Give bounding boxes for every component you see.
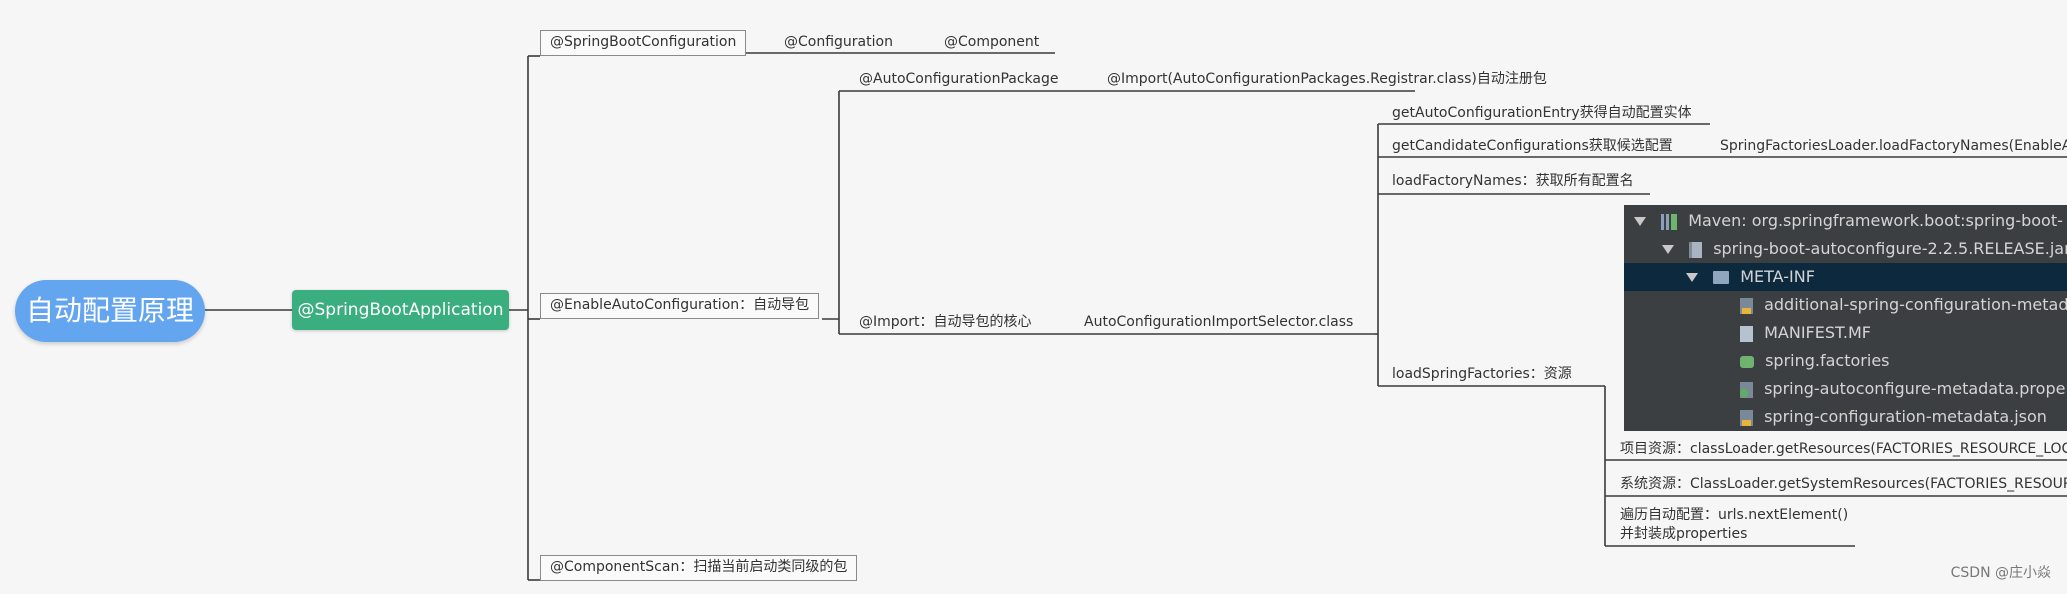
- tree-row-file[interactable]: spring.factories: [1624, 347, 2067, 375]
- tree-label-maven: Maven: org.springframework.boot:spring-b…: [1688, 211, 2063, 230]
- expand-arrow-icon[interactable]: [1634, 217, 1646, 226]
- tree-row-file[interactable]: spring-configuration-metadata.json: [1624, 403, 2067, 431]
- iterate-config-line1[interactable]: 遍历自动配置：urls.nextElement(): [1620, 507, 1849, 523]
- ide-project-tree: Maven: org.springframework.boot:spring-b…: [1624, 205, 2067, 431]
- registrar-import-node[interactable]: @Import(AutoConfigurationPackages.Regist…: [1107, 71, 1547, 87]
- manifest-file-icon: [1740, 325, 1753, 342]
- import-selector-node[interactable]: AutoConfigurationImportSelector.class: [1084, 314, 1354, 330]
- enable-auto-configuration-node[interactable]: @EnableAutoConfiguration：自动导包: [540, 293, 820, 319]
- library-icon: [1661, 213, 1678, 230]
- jar-icon: [1689, 241, 1703, 258]
- tree-row-jar[interactable]: spring-boot-autoconfigure-2.2.5.RELEASE.…: [1624, 235, 2067, 263]
- tree-label-meta-inf: META-INF: [1740, 267, 1815, 286]
- csdn-watermark: CSDN @庄小焱: [1950, 565, 2051, 581]
- json-file-icon: [1740, 297, 1753, 314]
- tree-label-file: MANIFEST.MF: [1764, 323, 1871, 342]
- auto-configuration-package-node[interactable]: @AutoConfigurationPackage: [859, 71, 1059, 87]
- component-node[interactable]: @Component: [944, 34, 1040, 50]
- spring-boot-configuration-node[interactable]: @SpringBootConfiguration: [540, 30, 747, 56]
- folder-icon: [1713, 271, 1730, 284]
- import-core-node[interactable]: @Import：自动导包的核心: [859, 314, 1032, 330]
- tree-row-maven[interactable]: Maven: org.springframework.boot:spring-b…: [1624, 207, 2067, 235]
- expand-arrow-icon[interactable]: [1662, 245, 1674, 254]
- get-candidate-configurations-node[interactable]: getCandidateConfigurations获取候选配置: [1392, 138, 1673, 154]
- tree-row-file[interactable]: spring-autoconfigure-metadata.prope: [1624, 375, 2067, 403]
- component-scan-node[interactable]: @ComponentScan：扫描当前启动类同级的包: [540, 555, 858, 581]
- factories-file-icon: [1740, 355, 1754, 368]
- root-node[interactable]: 自动配置原理: [15, 280, 205, 342]
- tree-label-file: additional-spring-configuration-metad: [1764, 295, 2067, 314]
- expand-arrow-icon[interactable]: [1686, 273, 1698, 282]
- json-file-icon: [1740, 409, 1753, 426]
- spring-factories-loader-node[interactable]: SpringFactoriesLoader.loadFactoryNames(E…: [1720, 138, 2067, 154]
- get-auto-configuration-entry-node[interactable]: getAutoConfigurationEntry获得自动配置实体: [1392, 105, 1692, 121]
- tree-row-file[interactable]: MANIFEST.MF: [1624, 319, 2067, 347]
- load-spring-factories-node[interactable]: loadSpringFactories：资源: [1392, 366, 1572, 382]
- load-factory-names-node[interactable]: loadFactoryNames：获取所有配置名: [1392, 173, 1634, 189]
- tree-label-file: spring-configuration-metadata.json: [1764, 407, 2047, 426]
- properties-file-icon: [1740, 381, 1753, 398]
- spring-boot-application-node[interactable]: @SpringBootApplication: [292, 290, 509, 330]
- tree-label-file: spring.factories: [1765, 351, 1890, 370]
- system-resources-node[interactable]: 系统资源：ClassLoader.getSystemResources(FACT…: [1620, 476, 2067, 492]
- iterate-config-line2[interactable]: 并封装成properties: [1620, 526, 1748, 542]
- tree-row-file[interactable]: additional-spring-configuration-metad: [1624, 291, 2067, 319]
- tree-label-file: spring-autoconfigure-metadata.prope: [1764, 379, 2066, 398]
- configuration-node[interactable]: @Configuration: [784, 34, 893, 50]
- tree-row-meta-inf[interactable]: META-INF: [1624, 263, 2067, 291]
- project-resources-node[interactable]: 项目资源：classLoader.getResources(FACTORIES_…: [1620, 441, 2067, 457]
- tree-label-jar: spring-boot-autoconfigure-2.2.5.RELEASE.…: [1713, 239, 2067, 258]
